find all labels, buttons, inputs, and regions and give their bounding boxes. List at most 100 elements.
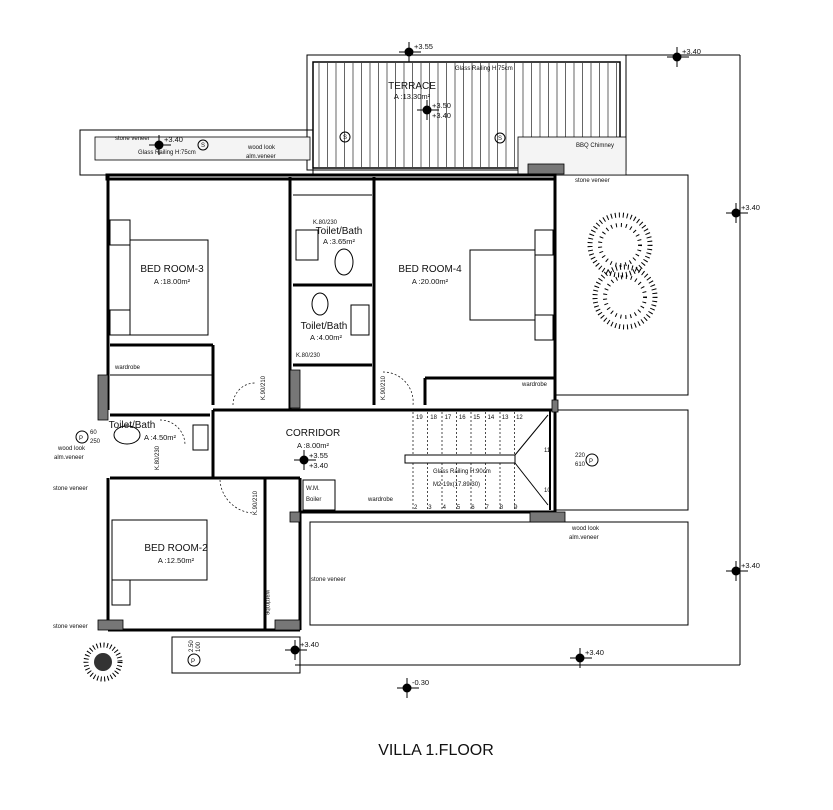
level-value: +3.40 bbox=[682, 47, 701, 56]
stair-number: 13 bbox=[502, 415, 509, 421]
door-label: K.90/210 bbox=[261, 375, 267, 400]
stair-number: 10 bbox=[544, 488, 551, 494]
bed-bedroom-2 bbox=[111, 519, 208, 581]
room-area: A :8.00m² bbox=[297, 441, 330, 450]
stair-number: 4 bbox=[443, 505, 447, 511]
stair-number: 12 bbox=[516, 415, 523, 421]
stair-number: 9 bbox=[514, 505, 518, 511]
room-area: A :4.50m² bbox=[144, 433, 177, 442]
window-height: 250 bbox=[90, 439, 101, 445]
window-tag-label: P bbox=[191, 659, 195, 665]
stair-number: 16 bbox=[459, 415, 466, 421]
room-area: A :12.50m² bbox=[158, 556, 195, 565]
room-area: A :13.30m² bbox=[394, 92, 431, 101]
level-marker-icon: +3.40 bbox=[726, 203, 760, 223]
note: wardrobe bbox=[367, 497, 394, 503]
level-value: +3.40 bbox=[432, 111, 451, 120]
level-marker-icon: +3.40 bbox=[667, 47, 701, 67]
stair-number: 2 bbox=[414, 505, 418, 511]
stair-number: 18 bbox=[430, 415, 437, 421]
level-marker-icon: +3.40 bbox=[726, 561, 760, 581]
note: alm.veneer bbox=[246, 154, 276, 160]
trees bbox=[83, 212, 658, 682]
stair-number: 11 bbox=[544, 448, 551, 454]
window-tag-label: P bbox=[589, 459, 593, 465]
balcony bbox=[79, 129, 627, 176]
note: stone veneer bbox=[53, 624, 88, 630]
room-name: BED ROOM-4 bbox=[398, 264, 462, 275]
note: wardrobe bbox=[264, 589, 270, 616]
level-marker-icon: +3.50+3.40 bbox=[417, 100, 451, 120]
level-value: -0.30 bbox=[412, 678, 429, 687]
walls bbox=[97, 173, 566, 632]
door-label: K.80/230 bbox=[313, 220, 338, 226]
bed-bedroom-3 bbox=[129, 239, 209, 336]
door-label: K.80/230 bbox=[296, 353, 321, 359]
stair-number: 19 bbox=[416, 415, 423, 421]
note: stone veneer bbox=[575, 178, 610, 184]
note: wood look bbox=[571, 526, 600, 532]
window-tag-label: S bbox=[343, 135, 347, 141]
room-area: A :18.00m² bbox=[154, 277, 191, 286]
annotations: Glass Railing H:75cm Glass Railing H:75c… bbox=[53, 66, 614, 630]
window-tag-label: S bbox=[201, 143, 205, 149]
window-tag-icon bbox=[187, 653, 201, 667]
door-label: K.90/210 bbox=[381, 375, 387, 400]
stair-number: 8 bbox=[500, 505, 504, 511]
stair-number: 14 bbox=[488, 415, 495, 421]
stair-number: 7 bbox=[486, 505, 490, 511]
level-value: +3.40 bbox=[164, 135, 183, 144]
level-marker-icon: +3.40 bbox=[285, 640, 319, 660]
level-value: +3.40 bbox=[585, 648, 604, 657]
window-width: 60 bbox=[90, 430, 97, 436]
stair-number: 17 bbox=[445, 415, 452, 421]
furniture bbox=[109, 219, 554, 606]
room-name: TERRACE bbox=[388, 81, 436, 92]
tree-icon bbox=[587, 212, 653, 278]
note: alm.veneer bbox=[569, 535, 599, 541]
level-value: +3.50 bbox=[432, 101, 451, 110]
window-tags: P 60 250 P 220 610 P 2.50 100 S S S bbox=[75, 131, 599, 667]
note: stone veneer bbox=[311, 577, 346, 583]
window-height: 610 bbox=[575, 462, 586, 468]
tree-icon bbox=[83, 642, 123, 682]
level-marker-icon: +3.40 bbox=[570, 648, 604, 668]
note: Glass Railing H:90cm bbox=[433, 469, 491, 475]
drawing-title: VILLA 1.FLOOR bbox=[378, 742, 494, 759]
bed-bedroom-4 bbox=[469, 249, 536, 321]
room-name: BED ROOM-2 bbox=[144, 543, 208, 554]
room-name: Toilet/Bath bbox=[301, 321, 348, 332]
note: BBQ Chimney bbox=[576, 143, 614, 149]
note: stone veneer bbox=[53, 486, 88, 492]
stair-number: 5 bbox=[457, 505, 461, 511]
door-label: K.90/210 bbox=[253, 490, 259, 515]
level-marker-icon: +3.55+3.40 bbox=[294, 450, 328, 470]
level-marker-icon: +3.40 bbox=[149, 135, 183, 155]
level-markers: +3.55+3.40+3.50+3.40+3.40+3.40+3.55+3.40… bbox=[149, 42, 760, 698]
note: Glass Railing H:75cm bbox=[455, 66, 513, 72]
window-tag-label: S bbox=[498, 136, 502, 142]
window-width: 220 bbox=[575, 453, 586, 459]
staircase bbox=[404, 410, 551, 510]
door-label: K.80/230 bbox=[155, 445, 161, 470]
note: wardrobe bbox=[521, 382, 548, 388]
level-value: +3.40 bbox=[309, 461, 328, 470]
level-value: +3.40 bbox=[300, 640, 319, 649]
level-value: +3.40 bbox=[741, 561, 760, 570]
room-name: BED ROOM-3 bbox=[140, 264, 204, 275]
window-tag-icon bbox=[75, 430, 89, 444]
level-marker-icon: +3.55 bbox=[399, 42, 433, 62]
stair-number: 15 bbox=[473, 415, 480, 421]
level-marker-icon: -0.30 bbox=[397, 678, 429, 698]
note: M2 19x(17.89/30) bbox=[433, 482, 480, 488]
note: wood look bbox=[247, 145, 276, 151]
level-value: +3.40 bbox=[741, 203, 760, 212]
window-tag-label: P bbox=[79, 436, 83, 442]
room-area: A :20.00m² bbox=[412, 277, 449, 286]
window-height: 100 bbox=[196, 641, 202, 652]
room-name: Toilet/Bath bbox=[109, 420, 156, 431]
stair-number: 3 bbox=[428, 505, 432, 511]
note: W.M. bbox=[306, 486, 320, 492]
